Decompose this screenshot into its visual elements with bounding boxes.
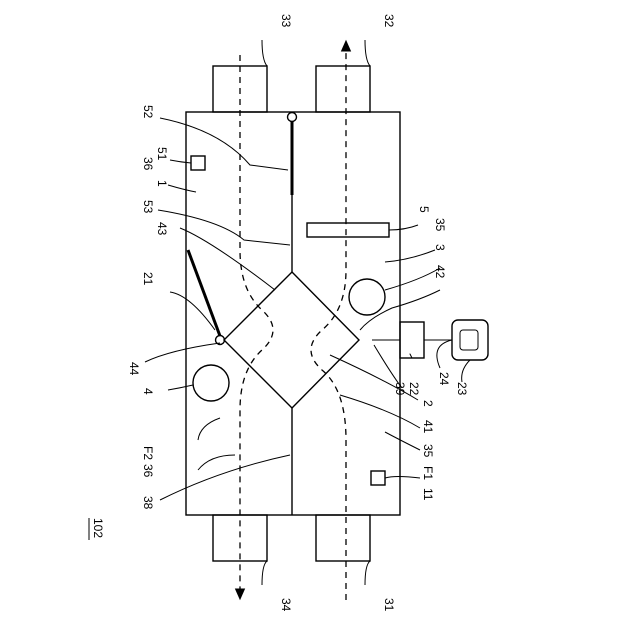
label-36-top: 36 [141,157,155,171]
label-1: 1 [155,180,169,187]
label-38: 38 [141,496,155,510]
element-5 [307,223,389,237]
label-4: 4 [141,388,155,395]
label-32: 32 [382,14,396,28]
label-36-bottom: 36 [141,464,155,478]
label-44: 44 [127,362,141,376]
leader-lines [145,40,470,585]
label-24: 24 [437,372,451,386]
label-31: 31 [382,598,396,612]
label-51: 51 [155,147,169,161]
remote-23 [452,320,488,360]
sensor-11 [371,471,385,485]
label-34: 34 [279,598,293,612]
label-35-top: 35 [433,218,447,232]
label-F2: F2 [141,446,155,460]
remote-display [460,330,478,350]
heat-exchanger [224,272,359,408]
figure-label: 102 [91,518,105,538]
fan-4 [193,365,229,401]
label-42: 42 [433,265,447,279]
airflow-exhaust [240,55,273,595]
label-53: 53 [141,200,155,214]
label-52: 52 [141,105,155,119]
label-23: 23 [455,382,469,396]
label-F1: F1 [421,466,435,480]
label-41: 41 [421,420,435,434]
duct-top-right [316,66,370,112]
label-39: 39 [393,382,407,396]
label-3: 3 [433,244,447,251]
label-22: 22 [407,382,421,396]
sensor-51 [191,156,205,170]
label-33: 33 [279,14,293,28]
label-5: 5 [417,206,431,213]
label-11: 11 [421,488,435,501]
label-2: 2 [421,400,435,407]
damper-plate-left [188,250,220,336]
fan-3 [349,279,385,315]
label-43: 43 [155,222,169,236]
label-35-bottom: 35 [421,444,435,458]
damper-pivot-top [288,113,297,122]
controller-22 [400,322,424,358]
label-21: 21 [141,272,155,286]
duct-bottom-right [316,515,370,561]
